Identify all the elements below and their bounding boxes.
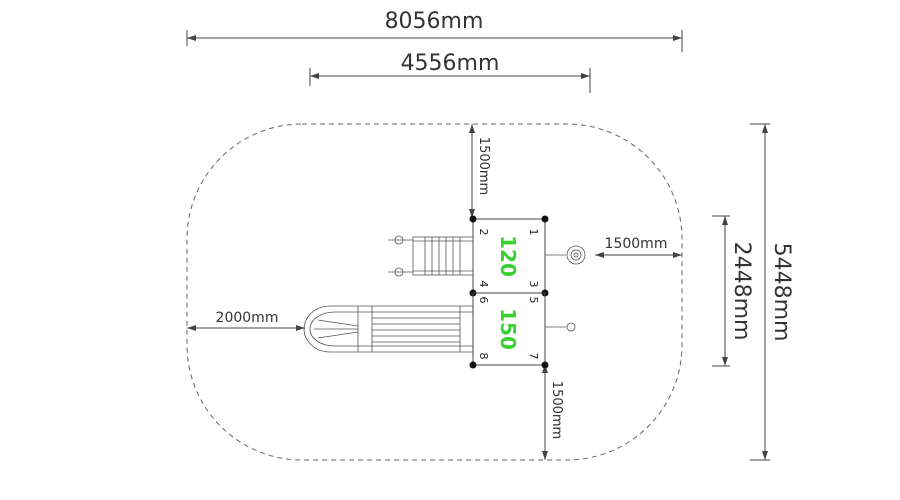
right-clearance-dimension: 1500mm <box>595 236 682 258</box>
platform-upper-height: 120 <box>496 235 520 277</box>
overall-width-dimension: 8056mm <box>186 9 683 52</box>
top-clearance-dimension: 1500mm <box>469 124 491 218</box>
steering-wheel <box>545 245 586 265</box>
structure-depth-dimension: 2448mm <box>712 215 754 367</box>
bottom-clearance-label: 1500mm <box>549 381 564 439</box>
platform-lower-height: 150 <box>496 308 520 350</box>
right-clearance-label: 1500mm <box>605 236 668 252</box>
bottom-clearance-dimension: 1500mm <box>542 364 564 460</box>
post-6-label: 6 <box>477 297 490 304</box>
post-8 <box>469 361 477 369</box>
slide <box>303 305 473 353</box>
overall-width-label: 8056mm <box>385 9 484 34</box>
top-clearance-label: 1500mm <box>476 137 491 195</box>
post-4-label: 4 <box>477 281 490 288</box>
post-7 <box>541 361 549 369</box>
overall-depth-label: 5448mm <box>769 243 794 342</box>
telescope <box>545 322 576 332</box>
post-2 <box>469 215 477 223</box>
safety-zone-outline <box>186 123 683 461</box>
left-clearance-label: 2000mm <box>216 310 279 326</box>
left-clearance-dimension: 2000mm <box>187 310 305 331</box>
post-1 <box>541 215 549 223</box>
post-8-label: 8 <box>477 353 490 360</box>
post-2-label: 2 <box>477 229 490 236</box>
platform-upper: 1 2 3 4 120 <box>469 215 549 297</box>
structure-width-dimension: 4556mm <box>309 51 591 93</box>
overall-depth-dimension: 5448mm <box>750 123 794 461</box>
ladder <box>388 235 474 277</box>
post-7-label: 7 <box>527 353 540 360</box>
post-1-label: 1 <box>527 229 540 236</box>
post-5-label: 5 <box>527 297 540 304</box>
post-3-label: 3 <box>527 281 540 288</box>
structure-width-label: 4556mm <box>401 51 500 76</box>
platform-lower: 5 6 7 8 150 <box>469 292 549 369</box>
structure-depth-label: 2448mm <box>729 242 754 341</box>
